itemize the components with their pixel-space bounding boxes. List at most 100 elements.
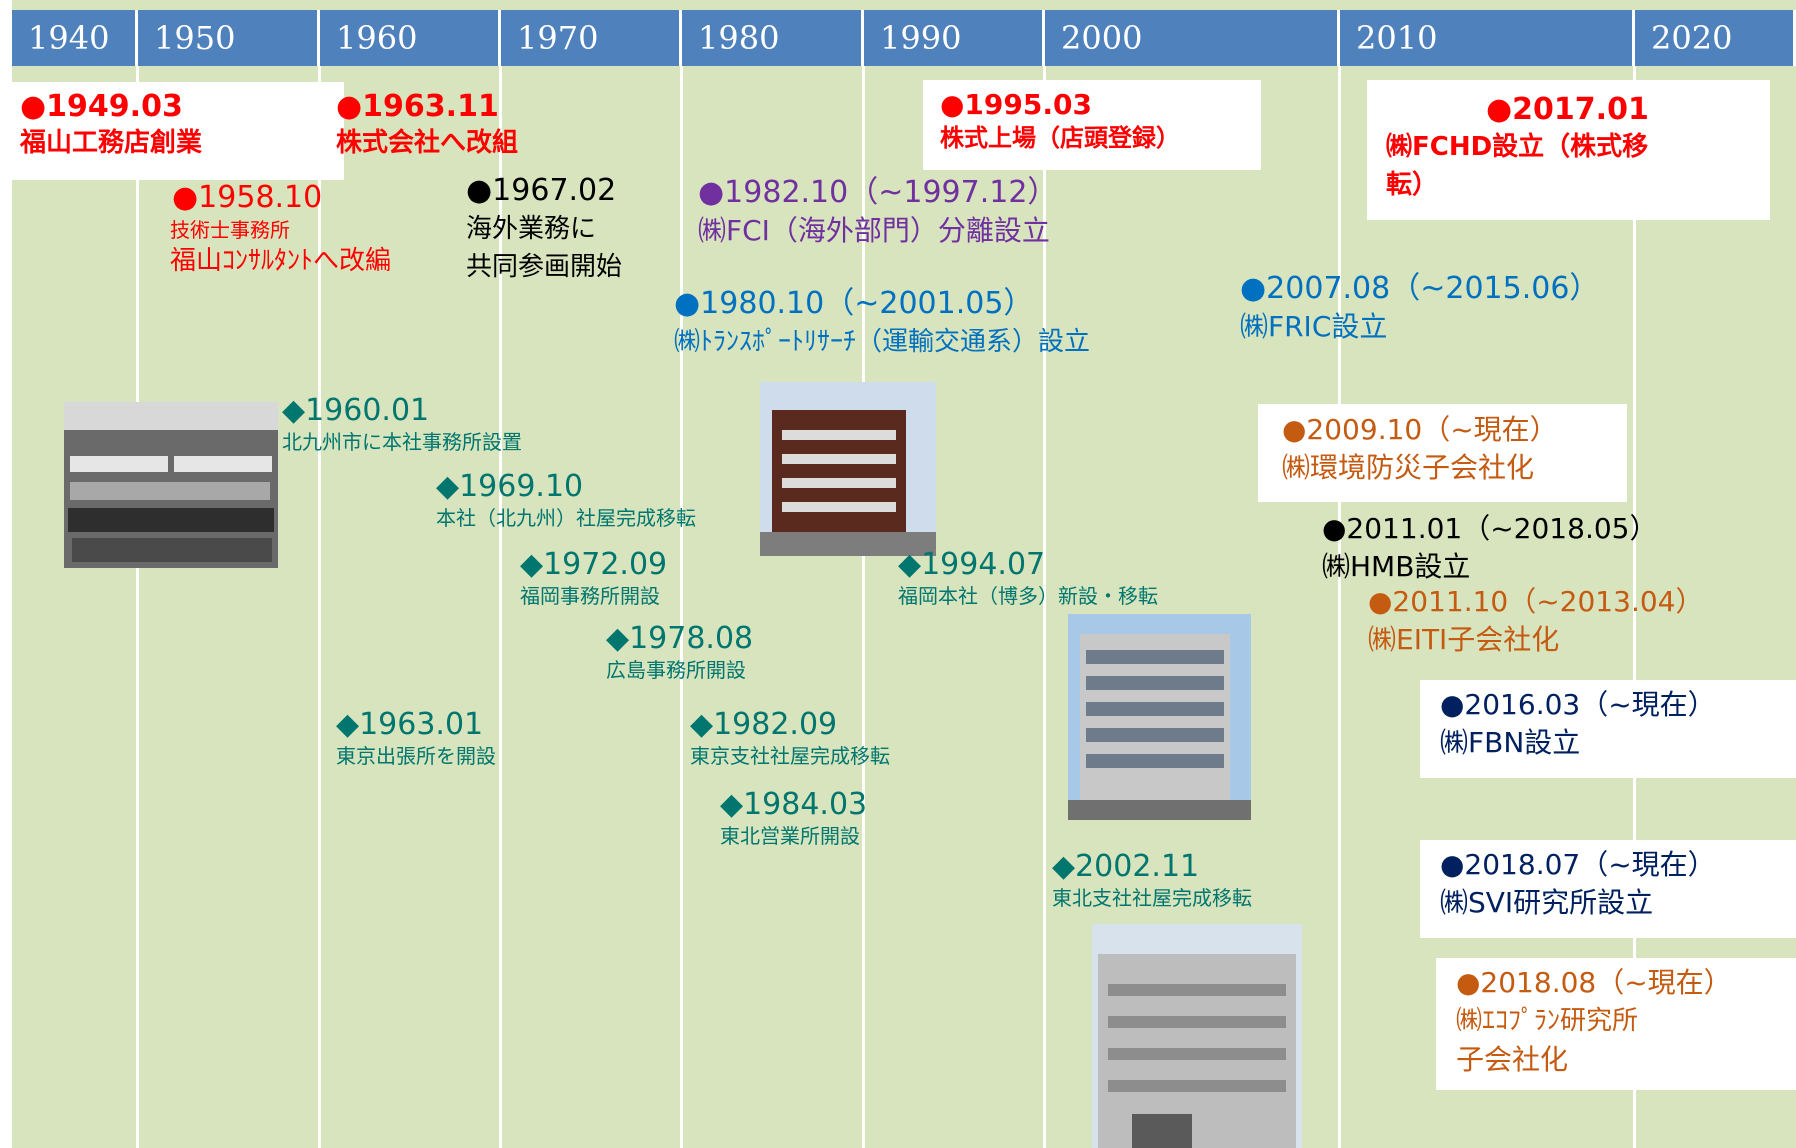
event-text: 株式会社へ改組 xyxy=(336,128,519,158)
event-date: ●2011.10（~2013.04） xyxy=(1368,585,1704,618)
photo-1980s-building xyxy=(760,382,936,556)
event-1958-10: ●1958.10 技術士事務所 福山ｺﾝｻﾙﾀﾝﾄへ改編 xyxy=(170,180,391,278)
event-text: ㈱SVI研究所設立 xyxy=(1440,886,1654,919)
event-date: ◆1994.07 xyxy=(898,547,1046,582)
event-text: ㈱FBN設立 xyxy=(1440,726,1581,759)
decade-header-1950: 1950 xyxy=(138,10,320,66)
event-1972-09: ◆1972.09 福岡事務所開設 xyxy=(520,548,667,610)
decade-line-1990 xyxy=(862,66,865,1148)
highlight-box-2016 xyxy=(1420,680,1796,778)
event-text: ㈱ﾄﾗﾝｽﾎﾟｰﾄﾘｻｰﾁ（運輸交通系）設立 xyxy=(674,327,1091,357)
event-1949-03: ●1949.03 福山工務店創業 xyxy=(20,89,202,161)
event-date: ●1980.10（~2001.05） xyxy=(674,286,1034,321)
decade-header-1980: 1980 xyxy=(682,10,864,66)
event-date: ◆2002.11 xyxy=(1052,849,1200,884)
event-1967-02: ●1967.02 海外業務に 共同参画開始 xyxy=(466,172,622,286)
decade-header-2000: 2000 xyxy=(1045,10,1340,66)
event-date: ◆1982.09 xyxy=(690,707,838,742)
event-text: 株式上場（店頭登録） xyxy=(940,124,1180,152)
event-date: ◆1984.03 xyxy=(720,787,868,822)
event-1982-09: ◆1982.09 東京支社社屋完成移転 xyxy=(690,708,890,770)
event-text-cont: 共同参画開始 xyxy=(466,252,623,282)
decade-header-1970: 1970 xyxy=(501,10,682,66)
event-2009-10: ●2009.10（~現在） ㈱環境防災子会社化 xyxy=(1282,411,1558,487)
event-2011-01: ●2011.01（~2018.05） ㈱HMB設立 xyxy=(1322,510,1657,586)
event-text: ㈱環境防災子会社化 xyxy=(1282,451,1535,484)
event-date: ●1949.03 xyxy=(20,89,183,124)
event-2007-08: ●2007.08（~2015.06） ㈱FRIC設立 xyxy=(1240,270,1599,346)
event-date: ●2017.01 xyxy=(1486,92,1649,127)
event-text: 東京出張所を開設 xyxy=(336,744,496,768)
highlight-box-2017 xyxy=(1367,80,1770,220)
photo-1950s-office xyxy=(64,402,278,568)
event-text: 福山ｺﾝｻﾙﾀﾝﾄへ改編 xyxy=(170,246,392,276)
event-date: ●1963.11 xyxy=(336,89,499,124)
highlight-box-2018-08 xyxy=(1436,958,1796,1090)
event-text: 福岡本社（博多）新設・移転 xyxy=(898,584,1158,608)
event-text: ㈱FCI（海外部門）分離設立 xyxy=(698,214,1050,247)
event-date: ◆1972.09 xyxy=(520,547,668,582)
event-text: 広島事務所開設 xyxy=(606,658,746,682)
event-date: ◆1960.01 xyxy=(282,393,430,428)
event-date: ●2018.08（~現在） xyxy=(1456,966,1732,999)
event-2018-08: ●2018.08（~現在） ㈱ｴｺﾌﾟﾗﾝ研究所 子会社化 xyxy=(1456,964,1732,1080)
highlight-box-1949 xyxy=(12,82,344,180)
highlight-box-2009 xyxy=(1258,404,1627,502)
event-text: 北九州市に本社事務所設置 xyxy=(282,430,522,454)
event-text: 東北営業所開設 xyxy=(720,824,860,848)
event-1978-08: ◆1978.08 広島事務所開設 xyxy=(606,622,753,684)
event-date: ◆1978.08 xyxy=(606,621,754,656)
photo-2002-tohoku-building xyxy=(1092,924,1302,1148)
decade-line-1980 xyxy=(680,66,683,1148)
decade-line-1970 xyxy=(499,66,502,1148)
event-date: ◆1969.10 xyxy=(436,469,584,504)
event-1963-01: ◆1963.01 東京出張所を開設 xyxy=(336,708,496,770)
event-text-cont: 転） xyxy=(1386,170,1439,200)
decade-header-2020: 2020 xyxy=(1635,10,1796,66)
decade-line-1950 xyxy=(136,66,139,1148)
event-2016-03: ●2016.03（~現在） ㈱FBN設立 xyxy=(1440,686,1716,762)
event-date: ●1958.10 xyxy=(172,180,323,215)
decade-header-1960: 1960 xyxy=(320,10,501,66)
event-1980-10: ●1980.10（~2001.05） ㈱ﾄﾗﾝｽﾎﾟｰﾄﾘｻｰﾁ（運輸交通系）設… xyxy=(674,285,1090,361)
event-2018-07: ●2018.07（~現在） ㈱SVI研究所設立 xyxy=(1440,846,1716,922)
event-date: ◆1963.01 xyxy=(336,707,484,742)
event-1963-11: ●1963.11 株式会社へ改組 xyxy=(336,89,518,161)
event-text: 福山工務店創業 xyxy=(20,128,203,158)
event-2011-10: ●2011.10（~2013.04） ㈱EITI子会社化 xyxy=(1368,583,1703,659)
event-date: ●2018.07（~現在） xyxy=(1440,848,1716,881)
decade-header-2010: 2010 xyxy=(1340,10,1635,66)
decade-header-1940: 1940 xyxy=(12,10,138,66)
event-text: 本社（北九州）社屋完成移転 xyxy=(436,506,696,530)
event-date: ●1982.10（~1997.12） xyxy=(698,175,1058,210)
event-2002-11: ◆2002.11 東北支社社屋完成移転 xyxy=(1052,850,1252,912)
event-date: ●2016.03（~現在） xyxy=(1440,688,1716,721)
event-text-cont: 子会社化 xyxy=(1456,1043,1569,1076)
event-sub: 技術士事務所 xyxy=(170,218,290,242)
photo-1994-fukuoka-building xyxy=(1068,614,1251,820)
event-text: 東京支社社屋完成移転 xyxy=(690,744,890,768)
event-2017-01: ●2017.01 ㈱FCHD設立（株式移 転） xyxy=(1386,92,1649,204)
event-1969-10: ◆1969.10 本社（北九州）社屋完成移転 xyxy=(436,470,696,532)
event-1960-01: ◆1960.01 北九州市に本社事務所設置 xyxy=(282,394,522,456)
event-text: ㈱EITI子会社化 xyxy=(1368,623,1560,656)
event-date: ●2009.10（~現在） xyxy=(1282,413,1558,446)
highlight-box-2018-07 xyxy=(1420,840,1796,938)
decade-line-2000 xyxy=(1043,66,1046,1148)
event-date: ●2007.08（~2015.06） xyxy=(1240,271,1600,306)
decade-line-1960 xyxy=(318,66,321,1148)
event-1994-07: ◆1994.07 福岡本社（博多）新設・移転 xyxy=(898,548,1158,610)
event-1995-03: ●1995.03 株式上場（店頭登録） xyxy=(940,88,1180,154)
event-1984-03: ◆1984.03 東北営業所開設 xyxy=(720,788,867,850)
highlight-box-1995 xyxy=(923,80,1261,170)
event-text: 東北支社社屋完成移転 xyxy=(1052,886,1252,910)
event-date: ●2011.01（~2018.05） xyxy=(1322,512,1658,545)
event-text: ㈱HMB設立 xyxy=(1322,550,1471,583)
event-1982-10: ●1982.10（~1997.12） ㈱FCI（海外部門）分離設立 xyxy=(698,174,1057,250)
decade-line-2020 xyxy=(1633,66,1636,1148)
decade-header-1990: 1990 xyxy=(864,10,1045,66)
event-date: ●1995.03 xyxy=(940,88,1092,121)
event-text: 福岡事務所開設 xyxy=(520,584,660,608)
event-text: ㈱FRIC設立 xyxy=(1240,310,1388,343)
event-text: ㈱FCHD設立（株式移 xyxy=(1386,132,1649,162)
